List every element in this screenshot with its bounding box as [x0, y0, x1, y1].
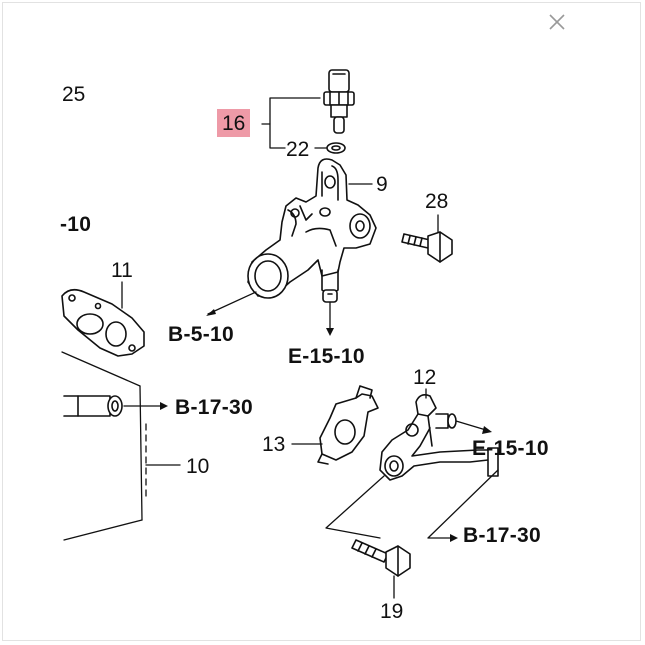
close-icon-glyph [549, 14, 565, 30]
bolt-19-part [351, 539, 411, 599]
ref-label-b-17-30-a[interactable]: B-17-30 [175, 396, 253, 419]
bolt-28-part [401, 214, 453, 263]
part-label-11: 11 [111, 259, 133, 282]
close-icon[interactable] [543, 8, 571, 36]
ref-label-b-5-10[interactable]: B-5-10 [168, 323, 234, 346]
ref-label-b-17-30-b[interactable]: B-17-30 [463, 524, 541, 547]
washer-part [314, 142, 346, 154]
water-pipe-12-part [379, 388, 499, 481]
part-label-12: 12 [413, 366, 437, 389]
ref-label-e-15-10-a[interactable]: E-15-10 [288, 345, 365, 368]
part-label-9: 9 [376, 173, 388, 196]
part-label-28: 28 [425, 190, 449, 213]
bracket-13-part [291, 385, 379, 465]
water-outlet-part [247, 158, 377, 303]
temperature-sensor-part [323, 69, 355, 134]
ref-label-e-15-10-b[interactable]: E-15-10 [472, 437, 549, 460]
part-label-10: 10 [186, 455, 210, 478]
part-label-16-highlighted[interactable]: 16 [217, 109, 251, 137]
part-label-22: 22 [286, 138, 310, 161]
part-label-13: 13 [262, 433, 286, 456]
hose-10-part [61, 351, 181, 541]
ref-label-10-left: -10 [60, 213, 92, 236]
gasket-11-part [61, 281, 145, 357]
part-label-19: 19 [380, 600, 404, 623]
part-label-25: 25 [62, 83, 86, 106]
